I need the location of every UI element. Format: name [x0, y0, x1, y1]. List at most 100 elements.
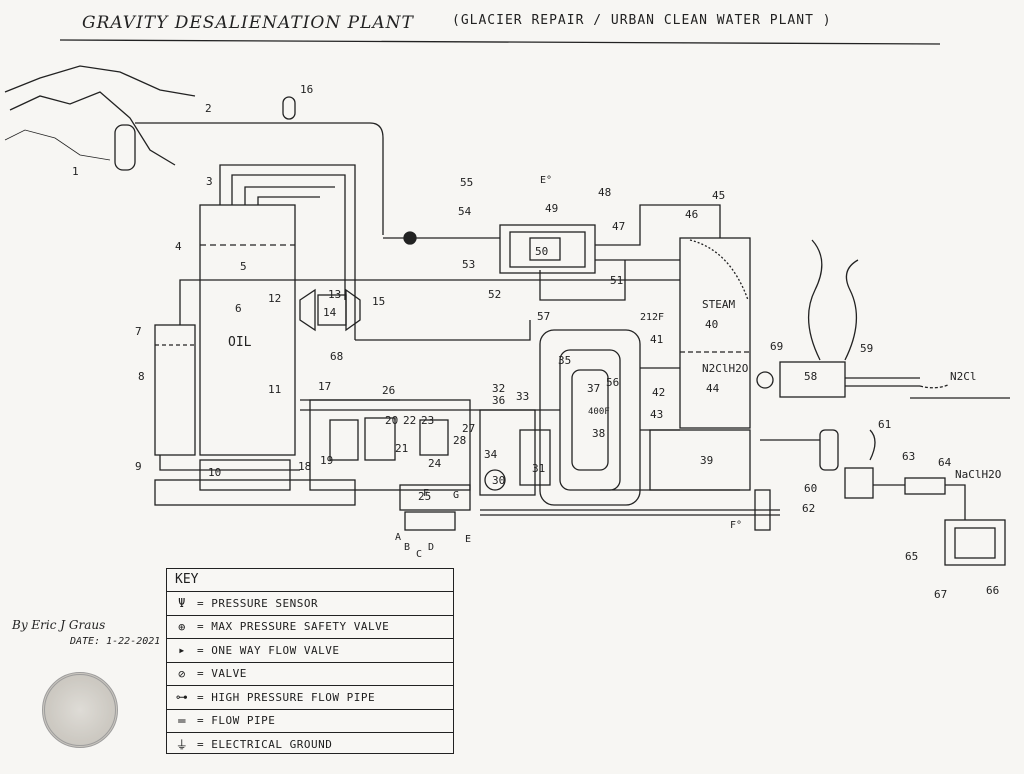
component-number: 10 [208, 466, 221, 479]
component-number: 24 [428, 457, 442, 470]
salt-label: N2Cl [950, 370, 977, 383]
component-number: 13 [328, 288, 341, 301]
component-number: 53 [462, 258, 475, 271]
pressure-sensor-icon: Ψ [178, 596, 186, 611]
component-number: 54 [458, 205, 472, 218]
component-number: 52 [488, 288, 501, 301]
component-number: 51 [610, 274, 623, 287]
component-number: 58 [804, 370, 817, 383]
component-number: 49 [545, 202, 558, 215]
component-number: 47 [612, 220, 625, 233]
component-number: 34 [484, 448, 498, 461]
steam-label: STEAM [702, 298, 735, 311]
component-number: 31 [532, 462, 545, 475]
component-number: 22 [403, 414, 416, 427]
boil-temp-label: 212F [640, 312, 664, 323]
component-number: 21 [395, 442, 408, 455]
component-number: 38 [592, 427, 605, 440]
component-number: 57 [537, 310, 550, 323]
connector-letter: G [453, 490, 459, 501]
component-number: 68 [330, 350, 343, 363]
component-number: 64 [938, 456, 952, 469]
component-number: 17 [318, 380, 331, 393]
connector-letter: F° [730, 520, 742, 531]
key-label: = VALVE [197, 667, 247, 681]
component-number: 26 [382, 384, 395, 397]
key-row: ⊘ = VALVE [167, 663, 453, 686]
component-number: 56 [606, 376, 619, 389]
component-number: 4 [175, 240, 182, 253]
component-number: 18 [298, 460, 311, 473]
component-number: 35 [558, 354, 571, 367]
high-pressure-pipe-icon: ⊶ [175, 690, 189, 705]
signature-date: DATE: 1-22-2021 [70, 636, 161, 647]
connector-letter: D [428, 542, 434, 553]
component-number: 23 [421, 414, 434, 427]
component-number: 5 [240, 260, 247, 273]
component-number: 30 [492, 474, 505, 487]
connector-letter: C [416, 549, 422, 560]
valve-icon: ⊘ [178, 666, 186, 681]
diagram-title: GRAVITY DESALIENATION PLANT [82, 13, 414, 33]
oil-label: OIL [228, 335, 252, 350]
connector-letter: E [465, 534, 471, 545]
component-number: 61 [878, 418, 891, 431]
diagram-subtitle: (GLACIER REPAIR / URBAN CLEAN WATER PLAN… [452, 13, 832, 28]
component-number: 46 [685, 208, 698, 221]
component-number: 20 [385, 414, 398, 427]
component-number: 16 [300, 83, 313, 96]
key-row: ⊶= HIGH PRESSURE FLOW PIPE [167, 686, 453, 710]
component-number: 6 [235, 302, 242, 315]
one-way-valve-icon: ▸ [178, 643, 186, 658]
component-number: 69 [770, 340, 783, 353]
key-row: ═ = FLOW PIPE [167, 710, 453, 733]
key-label: = MAX PRESSURE SAFETY VALVE [197, 620, 390, 634]
component-number: 43 [650, 408, 663, 421]
key-label: = PRESSURE SENSOR [197, 596, 319, 610]
brine-label: N2ClH2O [702, 362, 748, 375]
component-number: 32 [492, 382, 505, 395]
component-number: 19 [320, 454, 333, 467]
safety-valve-icon: ⊕ [178, 619, 186, 634]
component-number: 62 [802, 502, 815, 515]
component-number: 1 [72, 165, 79, 178]
connector-letter: B [404, 542, 410, 553]
component-number: 39 [700, 454, 713, 467]
key-label: = ELECTRICAL GROUND [197, 737, 333, 751]
connector-letter: A [395, 532, 401, 543]
feed-label: NaClH2O [955, 468, 1001, 481]
component-number: 33 [516, 390, 529, 403]
component-number: 27 [462, 422, 475, 435]
component-number: 50 [535, 245, 548, 258]
component-number: 28 [453, 434, 466, 447]
component-number: 59 [860, 342, 873, 355]
component-number: 65 [905, 550, 918, 563]
key-row: ⏚ = ELECTRICAL GROUND [167, 733, 453, 756]
connector-letter: E° [540, 175, 552, 186]
legend-key: KEY Ψ= PRESSURE SENSOR ⊕= MAX PRESSURE S… [166, 568, 454, 754]
component-number: 55 [460, 176, 473, 189]
component-number: 12 [268, 292, 281, 305]
component-number: 42 [652, 386, 665, 399]
component-number: 44 [706, 382, 720, 395]
flow-pipe-icon: ═ [178, 713, 186, 728]
component-number: 2 [205, 102, 212, 115]
component-number: 15 [372, 295, 385, 308]
electrical-ground-icon: ⏚ [175, 737, 189, 752]
notary-seal-image [42, 672, 118, 748]
component-number: 40 [705, 318, 718, 331]
component-number: 37 [587, 382, 600, 395]
component-number: 36 [492, 394, 505, 407]
key-label: = ONE WAY FLOW VALVE [197, 643, 340, 657]
author-signature: By Eric J Graus [12, 618, 106, 632]
component-number: 66 [986, 584, 999, 597]
component-number: 8 [138, 370, 145, 383]
key-label: = FLOW PIPE [197, 714, 276, 728]
component-number: 14 [323, 306, 337, 319]
component-number: 67 [934, 588, 947, 601]
component-number: 41 [650, 333, 663, 346]
component-number: 45 [712, 189, 725, 202]
